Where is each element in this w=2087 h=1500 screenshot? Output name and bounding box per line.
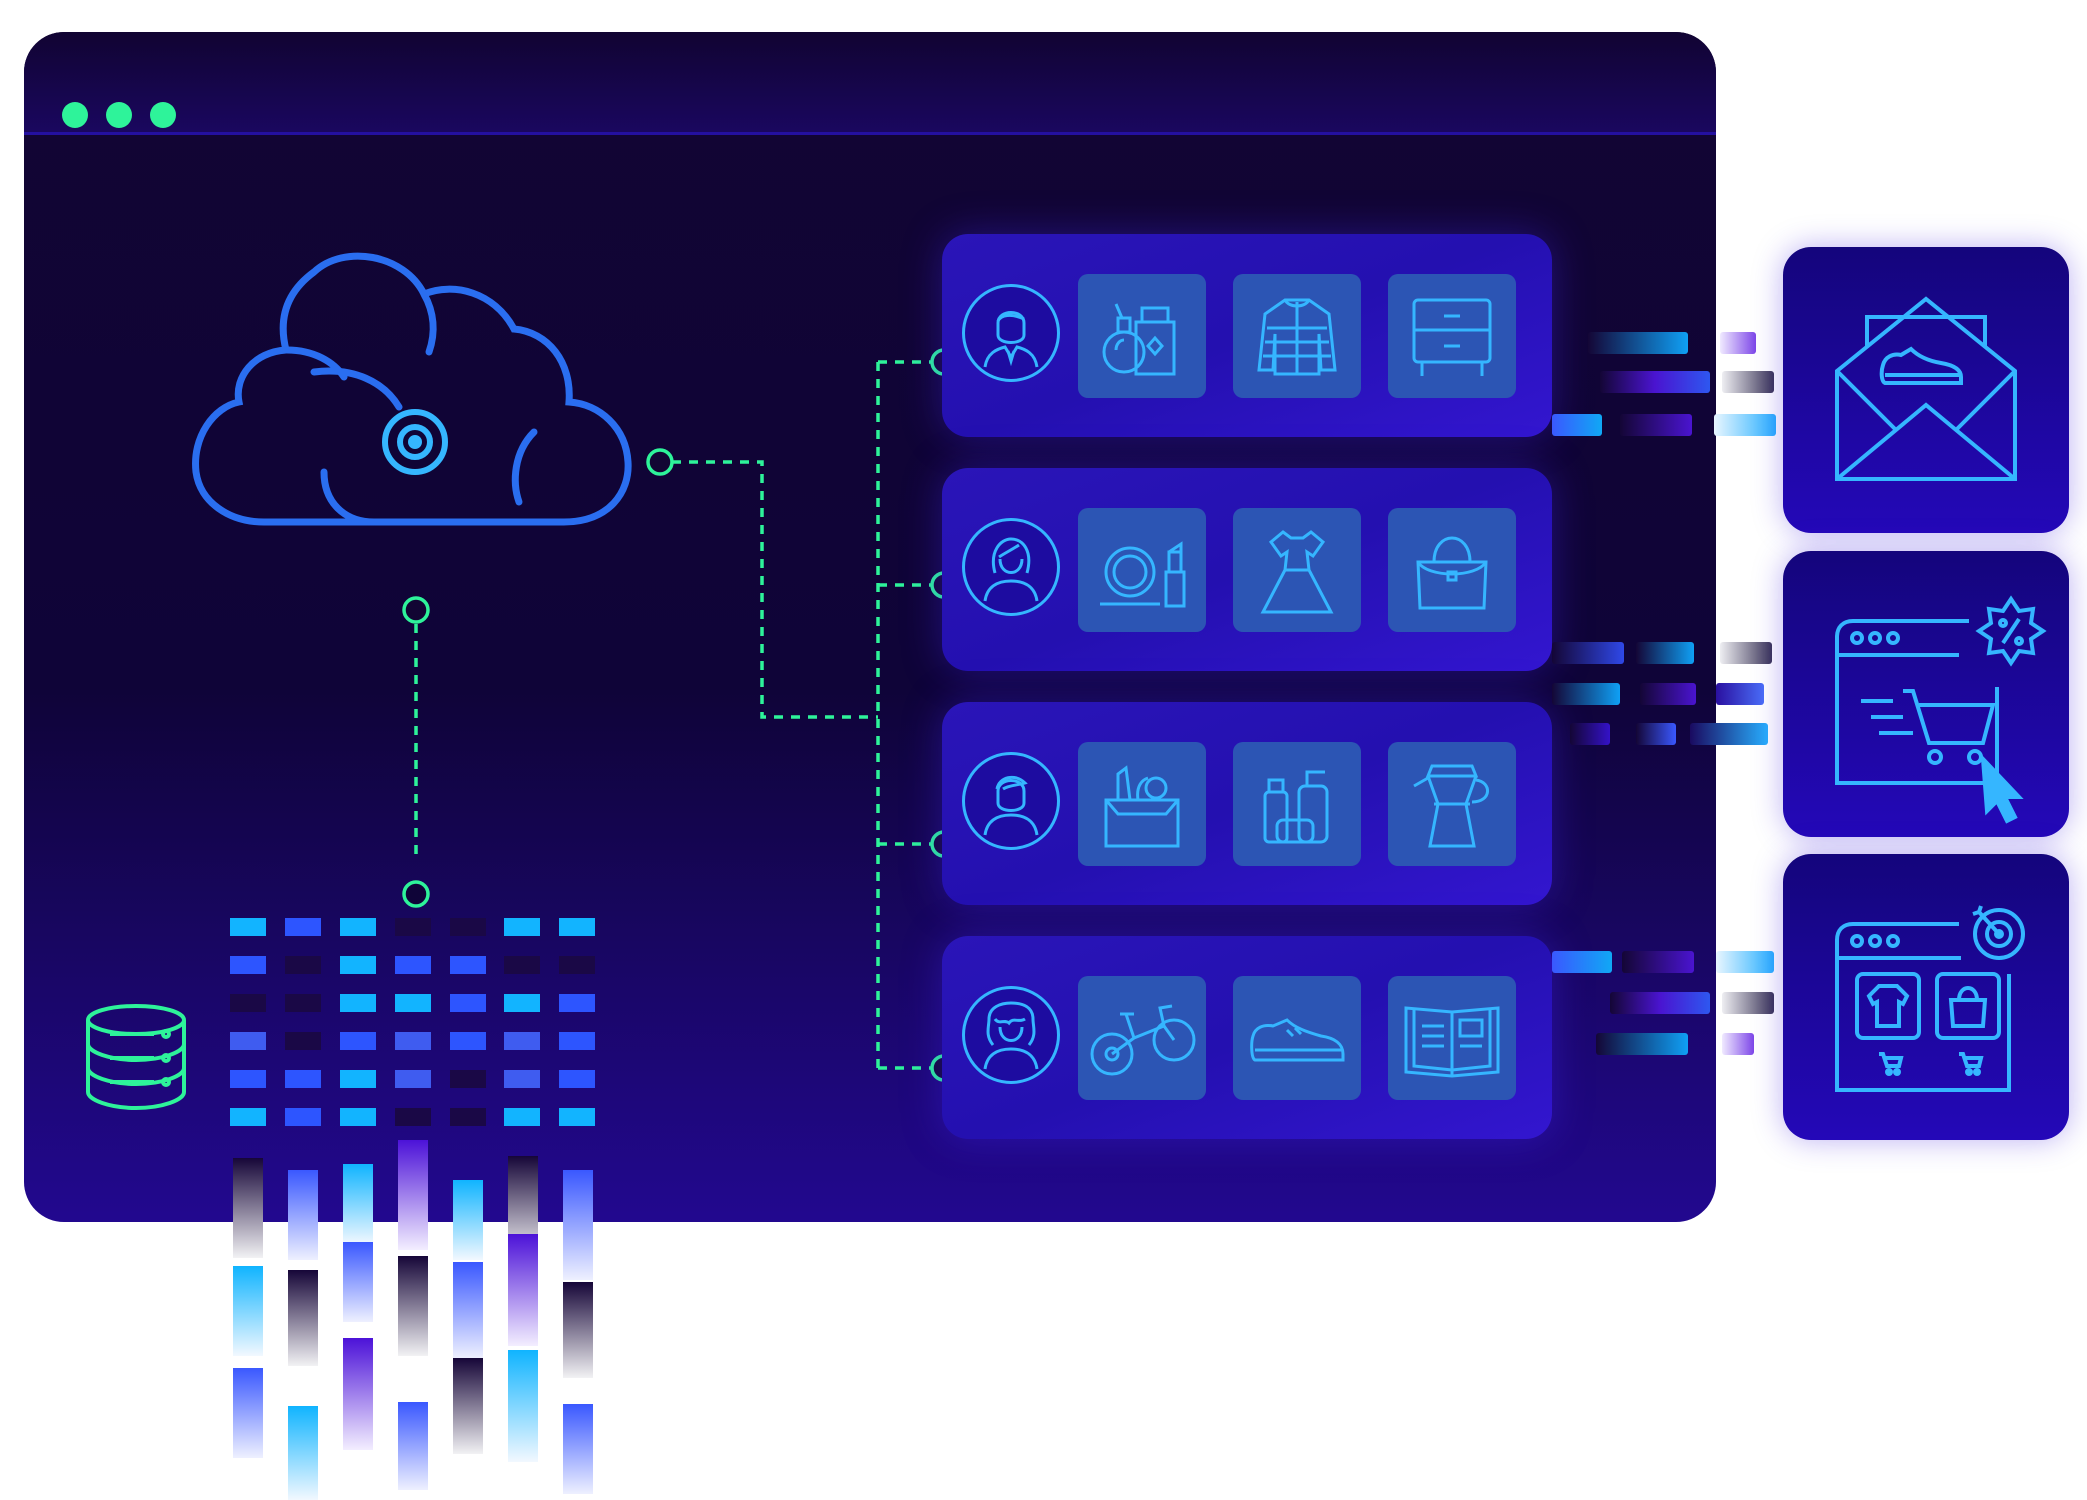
- sneaker-tile[interactable]: [1233, 976, 1361, 1100]
- groceries-tile[interactable]: [1078, 742, 1206, 866]
- email-sneaker-icon: [1835, 296, 2017, 481]
- man-avatar-icon: [962, 284, 1060, 382]
- segment-card-1[interactable]: [942, 234, 1552, 437]
- cloud-data-connector: [402, 596, 430, 908]
- handbag-icon: [1416, 536, 1488, 610]
- woman-avatar-icon: [962, 518, 1060, 616]
- connector-node-cloud: [646, 448, 674, 476]
- groceries-icon: [1104, 765, 1180, 848]
- title-bar: [24, 32, 1716, 135]
- nightstand-icon: [1412, 298, 1492, 376]
- makeup-icon: [1100, 541, 1186, 608]
- data-grid: [230, 918, 595, 1126]
- web-discount-cart-icon: [1835, 595, 2047, 824]
- perfume-tile[interactable]: [1078, 274, 1206, 398]
- bicycle-icon: [1090, 1004, 1196, 1076]
- book-icon: [1404, 1006, 1500, 1078]
- nightstand-tile[interactable]: [1388, 274, 1516, 398]
- moka-pot-tile[interactable]: [1388, 742, 1516, 866]
- toiletries-icon: [1263, 770, 1329, 844]
- segment-card-3[interactable]: [942, 702, 1552, 905]
- target-icon: [382, 409, 448, 475]
- database-icon: [86, 1004, 186, 1111]
- book-tile[interactable]: [1388, 976, 1516, 1100]
- dress-icon: [1260, 530, 1334, 614]
- segment-connector: [672, 360, 936, 1070]
- channel-card-email[interactable]: [1783, 247, 2069, 533]
- web-targeted-shop-icon: [1835, 905, 2025, 1092]
- dress-tile[interactable]: [1233, 508, 1361, 632]
- sneaker-icon: [1250, 1018, 1345, 1062]
- puffer-jacket-icon: [1257, 298, 1337, 376]
- handbag-tile[interactable]: [1388, 508, 1516, 632]
- segment-card-4[interactable]: [942, 936, 1552, 1139]
- toiletries-tile[interactable]: [1233, 742, 1361, 866]
- jacket-tile[interactable]: [1233, 274, 1361, 398]
- window-dot-1[interactable]: [62, 102, 88, 128]
- segment-card-2[interactable]: [942, 468, 1552, 671]
- bicycle-tile[interactable]: [1078, 976, 1206, 1100]
- diagram-lines: [86, 252, 958, 1126]
- channel-card-web-targeted[interactable]: [1783, 854, 2069, 1140]
- curly-woman-avatar-icon: [962, 986, 1060, 1084]
- makeup-tile[interactable]: [1078, 508, 1206, 632]
- moka-pot-icon: [1413, 764, 1489, 848]
- young-man-avatar-icon: [962, 752, 1060, 850]
- cloud-target-icon: [192, 252, 632, 526]
- perfume-icon: [1102, 303, 1176, 376]
- window-dot-3[interactable]: [150, 102, 176, 128]
- window-dot-2[interactable]: [106, 102, 132, 128]
- channel-card-web-discount[interactable]: [1783, 551, 2069, 837]
